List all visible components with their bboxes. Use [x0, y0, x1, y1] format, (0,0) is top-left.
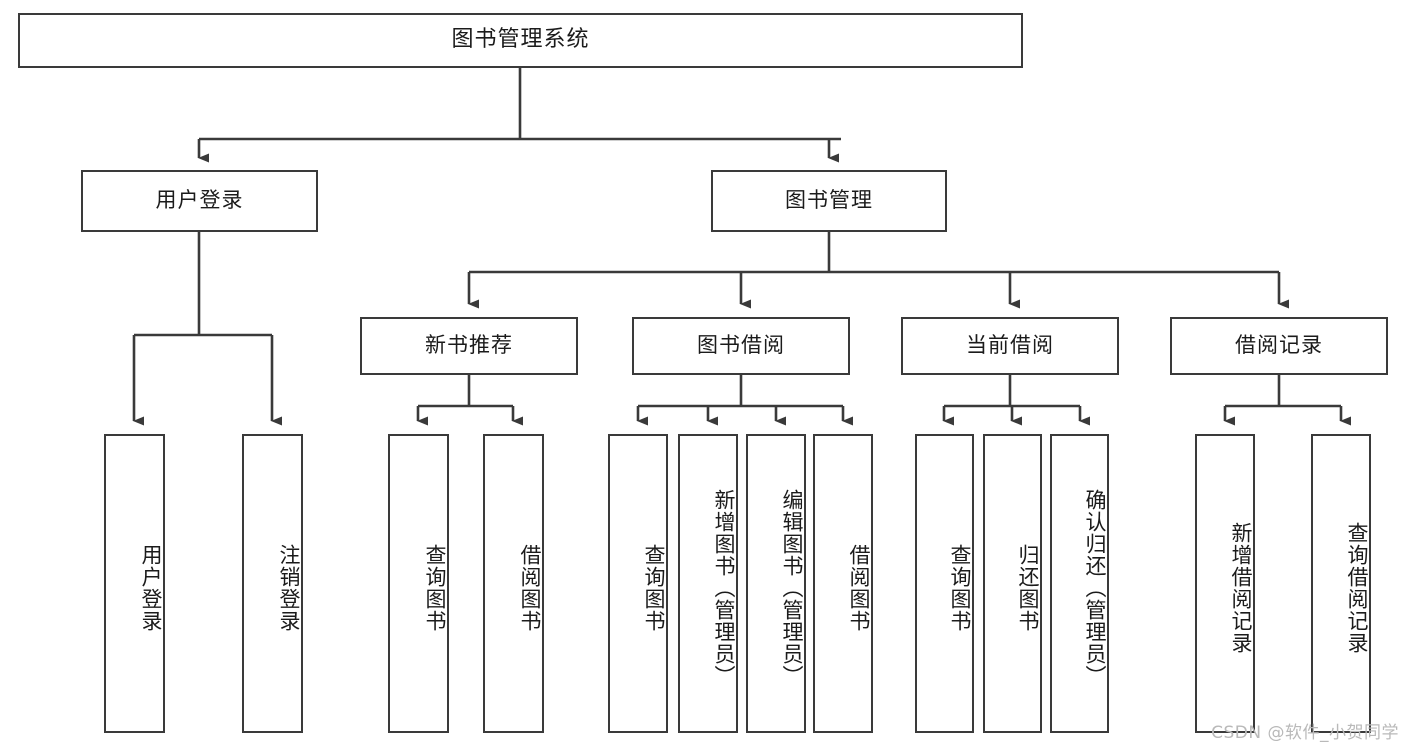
node-book-borrow-label: 图书借阅 — [697, 333, 785, 358]
node-leaf-confirm-return-admin-label: 确认归还（管理员） — [1083, 488, 1107, 687]
node-book-management[interactable]: 图书管理 — [711, 170, 947, 232]
node-borrow-records[interactable]: 借阅记录 — [1170, 317, 1388, 375]
node-current-borrow-label: 当前借阅 — [966, 333, 1054, 358]
node-new-book-recommend[interactable]: 新书推荐 — [360, 317, 578, 375]
node-leaf-query-book-current-label: 查询图书 — [948, 543, 972, 632]
node-new-book-recommend-label: 新书推荐 — [425, 333, 513, 358]
node-borrow-records-label: 借阅记录 — [1235, 333, 1323, 358]
node-leaf-query-book-recommend-label: 查询图书 — [423, 543, 447, 632]
node-leaf-borrow-book-label: 借阅图书 — [847, 543, 871, 632]
node-leaf-add-book-admin-label: 新增图书（管理员） — [712, 488, 736, 687]
node-leaf-logout-login-label: 注销登录 — [277, 543, 301, 632]
node-leaf-query-borrow-record-label: 查询借阅记录 — [1345, 521, 1369, 654]
watermark-label: CSDN @软件_小贺同学 — [1211, 723, 1399, 743]
node-leaf-query-borrow-record[interactable]: 查询借阅记录 — [1311, 434, 1371, 733]
node-book-borrow[interactable]: 图书借阅 — [632, 317, 850, 375]
node-leaf-return-book[interactable]: 归还图书 — [983, 434, 1042, 733]
node-user-login-label: 用户登录 — [155, 188, 244, 213]
node-leaf-add-borrow-record[interactable]: 新增借阅记录 — [1195, 434, 1255, 733]
node-leaf-logout-login[interactable]: 注销登录 — [242, 434, 303, 733]
node-leaf-add-book-admin[interactable]: 新增图书（管理员） — [678, 434, 738, 733]
node-leaf-query-book-current[interactable]: 查询图书 — [915, 434, 974, 733]
node-leaf-query-book-recommend[interactable]: 查询图书 — [388, 434, 449, 733]
node-leaf-edit-book-admin[interactable]: 编辑图书（管理员） — [746, 434, 806, 733]
node-user-login[interactable]: 用户登录 — [81, 170, 318, 232]
node-leaf-user-login-label: 用户登录 — [139, 543, 163, 632]
node-leaf-edit-book-admin-label: 编辑图书（管理员） — [780, 488, 804, 687]
node-leaf-user-login[interactable]: 用户登录 — [104, 434, 165, 733]
node-leaf-borrow-book-recommend[interactable]: 借阅图书 — [483, 434, 544, 733]
node-root-label: 图书管理系统 — [451, 27, 590, 53]
node-leaf-borrow-book-recommend-label: 借阅图书 — [518, 543, 542, 632]
node-leaf-return-book-label: 归还图书 — [1016, 543, 1040, 632]
node-leaf-query-book-borrow-label: 查询图书 — [642, 543, 666, 632]
node-leaf-confirm-return-admin[interactable]: 确认归还（管理员） — [1050, 434, 1109, 733]
node-current-borrow[interactable]: 当前借阅 — [901, 317, 1119, 375]
node-leaf-add-borrow-record-label: 新增借阅记录 — [1229, 521, 1253, 654]
node-leaf-borrow-book[interactable]: 借阅图书 — [813, 434, 873, 733]
node-leaf-query-book-borrow[interactable]: 查询图书 — [608, 434, 668, 733]
node-root[interactable]: 图书管理系统 — [18, 13, 1023, 68]
node-book-management-label: 图书管理 — [785, 188, 873, 213]
